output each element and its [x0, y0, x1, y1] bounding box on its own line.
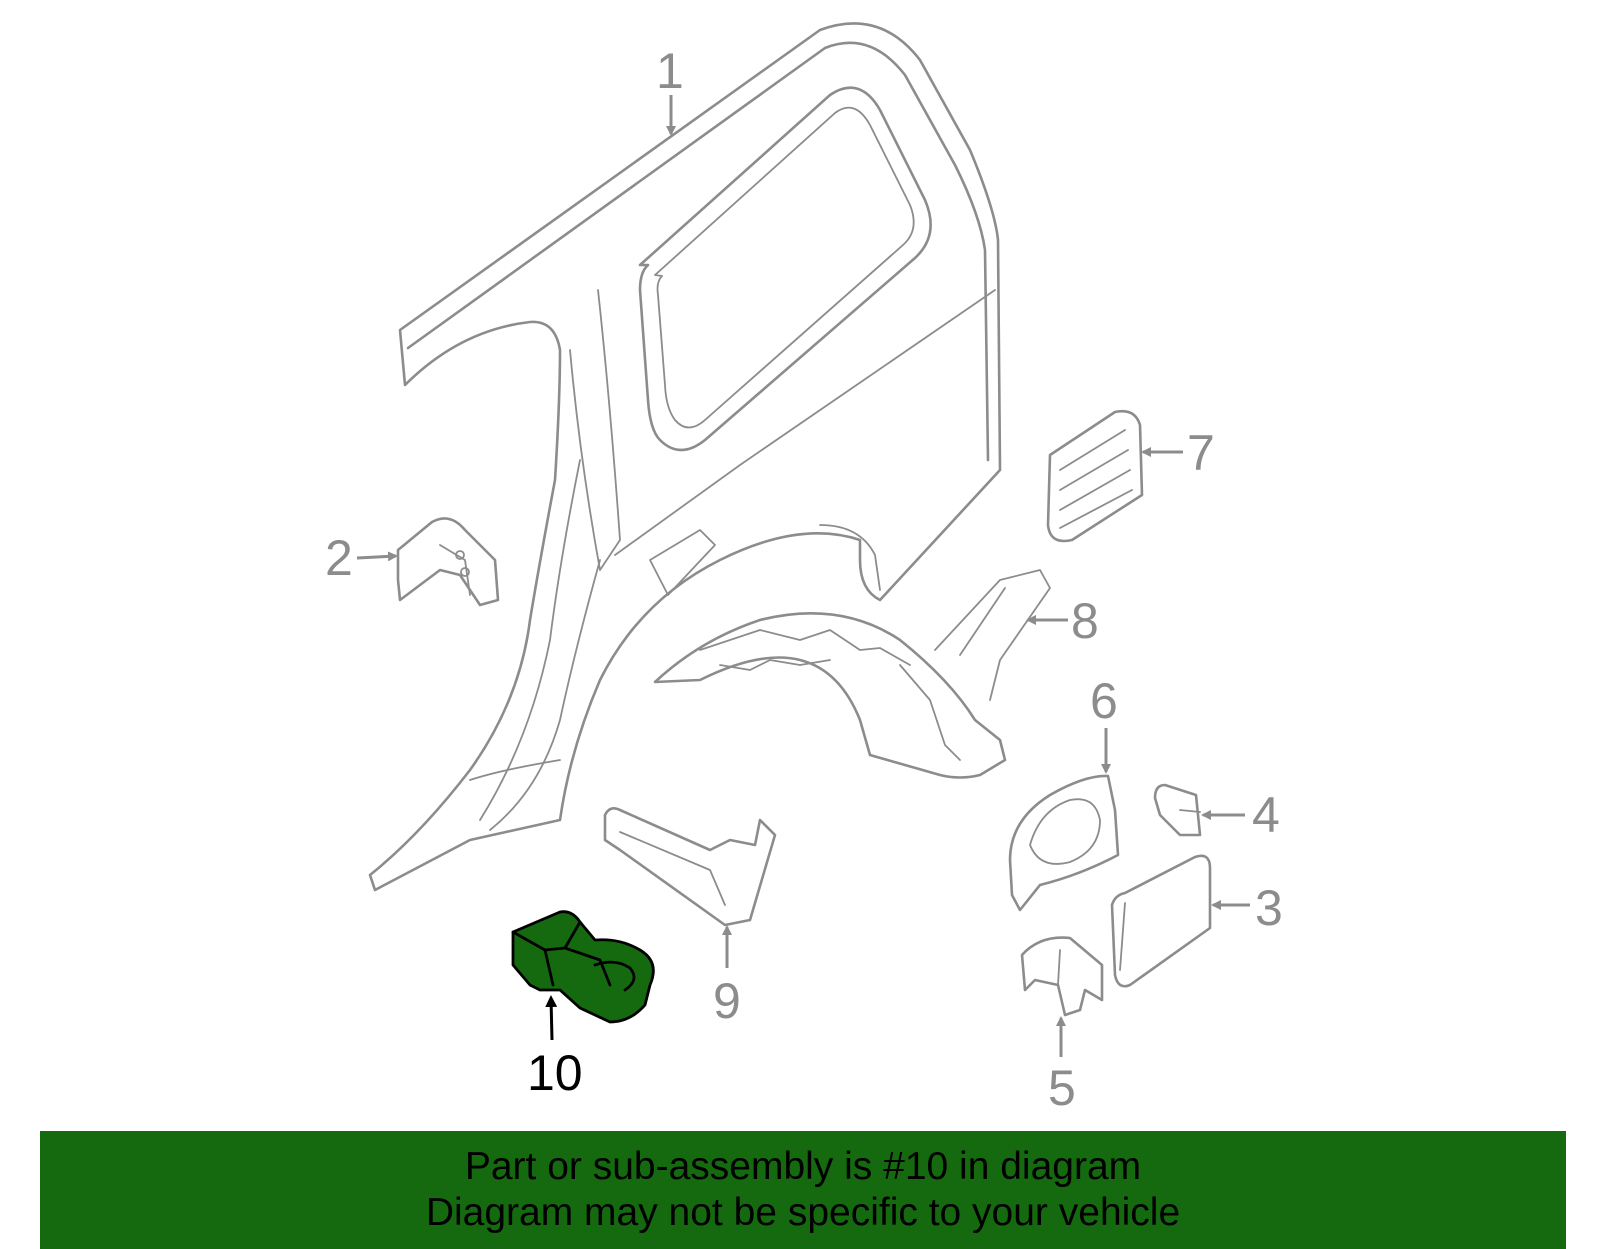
- callout-5: 5: [1048, 1060, 1076, 1116]
- callout-10-leader: [545, 995, 558, 1041]
- banner-line-1: Part or sub-assembly is #10 in diagram: [464, 1145, 1142, 1188]
- callout-4: 4: [1252, 787, 1280, 843]
- callout-2-leader: [356, 551, 398, 562]
- info-banner: Part or sub-assembly is #10 in diagram D…: [40, 1131, 1566, 1249]
- part-7-fuel-door-housing[interactable]: [1046, 410, 1144, 543]
- part-8-wheelhouse-liner[interactable]: [653, 569, 1051, 779]
- part-4-clip[interactable]: [1153, 783, 1202, 837]
- callout-3: 3: [1255, 880, 1283, 936]
- part-3-fuel-door[interactable]: [1110, 854, 1212, 988]
- part-6-fuel-filler-pocket[interactable]: [1008, 774, 1120, 912]
- part-10-highlighted-part[interactable]: [511, 910, 655, 1024]
- callout-1: 1: [656, 43, 684, 99]
- callout-7: 7: [1187, 425, 1215, 481]
- callout-6: 6: [1090, 673, 1118, 729]
- callout-2: 2: [325, 530, 353, 586]
- part-1-quarter-panel[interactable]: [368, 22, 1002, 892]
- part-2-bracket[interactable]: [396, 517, 500, 607]
- callout-10: 10: [527, 1045, 583, 1101]
- part-5-clip[interactable]: [1020, 936, 1104, 1017]
- banner-line-2: Diagram may not be specific to your vehi…: [425, 1191, 1181, 1234]
- callout-8: 8: [1071, 593, 1099, 649]
- part-9-trim-panel[interactable]: [603, 807, 777, 927]
- callout-9: 9: [713, 973, 741, 1029]
